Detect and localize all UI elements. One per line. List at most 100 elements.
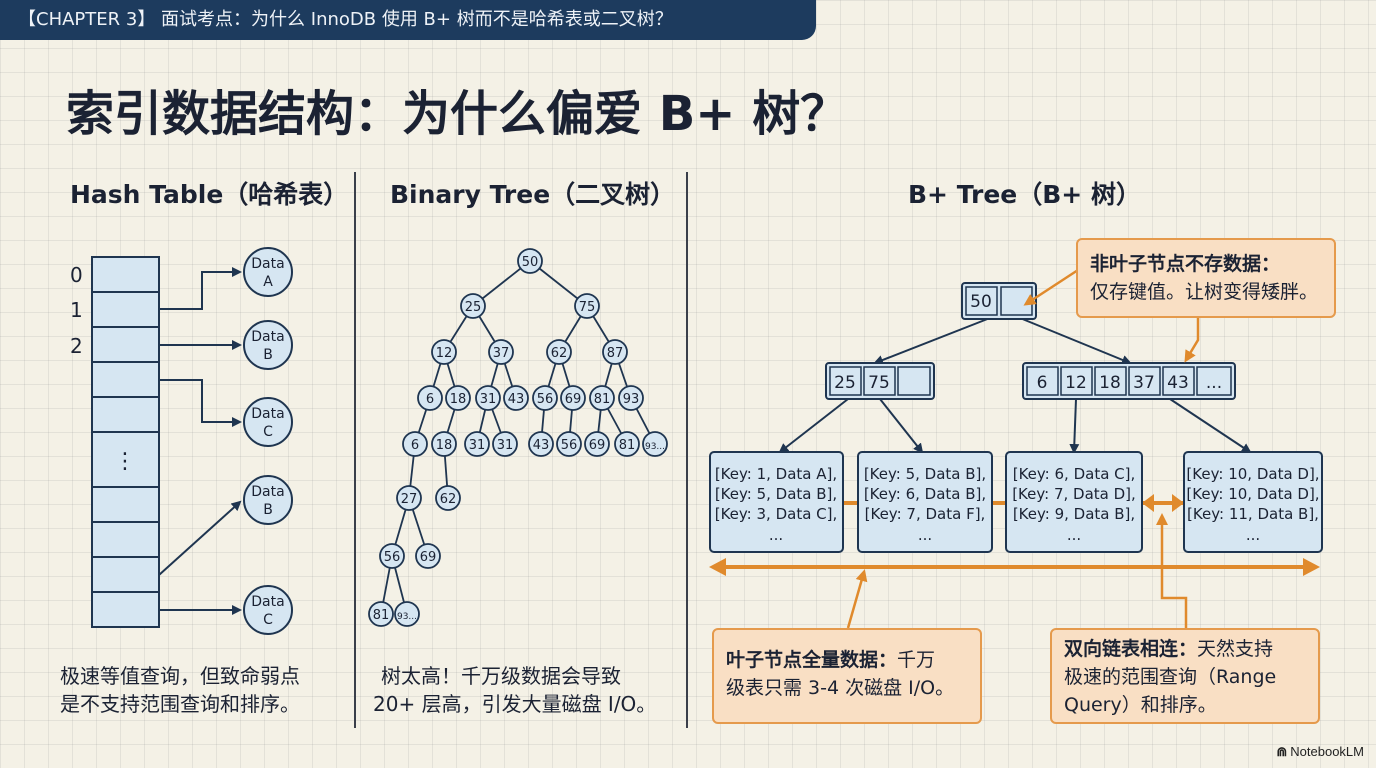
binary-tree-node-label: 18 [450, 392, 467, 407]
hash-index-label: 0 [70, 263, 83, 287]
callout-nonleaf-text: 仅存键值。让树变得矮胖。 [1090, 281, 1319, 303]
callout-pointer [1184, 318, 1200, 363]
hash-data-node: Data C [243, 585, 293, 635]
binary-caption: 树太高！千万级数据会导致 20+ 层高，引发大量磁盘 I/O。 [373, 662, 656, 718]
bplus-key-cell [1162, 366, 1195, 396]
bplus-edge [873, 317, 991, 365]
binary-tree-node-label: 62 [551, 346, 568, 361]
binary-tree-node: 56 [556, 431, 582, 457]
binary-caption-line: 树太高！千万级数据会导致 [381, 664, 621, 688]
svg-text:Data: Data [251, 406, 284, 422]
leaf-entry: [Key: 9, Data B], [1013, 505, 1135, 523]
binary-tree-node: 87 [602, 339, 628, 365]
binary-tree-node: 56 [532, 385, 558, 411]
binary-tree-node: 62 [435, 485, 461, 511]
bplus-edge [778, 398, 849, 454]
bplus-key-cell [1094, 366, 1127, 396]
range-scan-arrowhead [1303, 558, 1320, 576]
bplus-key-cell [863, 366, 896, 396]
bplus-key: 12 [1065, 373, 1087, 393]
binary-tree-node-label: 43 [533, 438, 550, 453]
hash-table-title: Hash Table（哈希表） [70, 180, 349, 209]
binary-tree-node: 43 [528, 431, 554, 457]
binary-tree-node: 62 [546, 339, 572, 365]
callout-leaf-bold: 叶子节点全量数据： [726, 649, 898, 671]
binary-tree-node-label: 56 [561, 438, 578, 453]
binary-tree-node-label: 62 [440, 492, 457, 507]
callout-linked: 双向链表相连：天然支持 极速的范围查询（Range Query）和排序。 [1050, 628, 1320, 724]
bplus-key-cell [965, 286, 998, 316]
bplus-internal-node-right: 6 12 18 37 43 ... [1022, 362, 1236, 400]
binary-tree-node-label: 25 [465, 300, 482, 315]
bplus-root-node: 50 [961, 282, 1037, 320]
binary-tree-node-label: 31 [469, 438, 486, 453]
leaf-entry: [Key: 1, Data A], [715, 465, 837, 483]
hash-bucket [91, 521, 160, 558]
bplus-key-cell [1196, 366, 1232, 396]
bplus-key-cell [829, 366, 862, 396]
bplus-edge [1069, 398, 1080, 454]
callout-leaf-text: 千万 [897, 649, 936, 671]
binary-tree-node-label: 81 [594, 392, 611, 407]
binary-tree-node: 56 [379, 543, 405, 569]
hash-bucket [91, 326, 160, 363]
binary-tree-node-label: 87 [607, 346, 624, 361]
binary-tree-node-label: 69 [420, 550, 437, 565]
binary-tree-node: 81 [589, 385, 615, 411]
leaf-entry: [Key: 7, Data F], [865, 505, 986, 523]
callout-linked-text: 天然支持 [1197, 638, 1274, 660]
range-scan-arrowhead [709, 558, 726, 576]
leaf-entry: [Key: 10, Data D], [1186, 465, 1319, 483]
binary-tree-node-label: 6 [411, 438, 419, 453]
bplus-leaf-node: [Key: 10, Data D], [Key: 10, Data D], [K… [1183, 451, 1323, 553]
binary-tree-node: 37 [488, 339, 514, 365]
binary-tree-node-label: 50 [522, 255, 539, 270]
binary-tree-node: 69 [415, 543, 441, 569]
leaf-entry: ... [918, 526, 932, 544]
bplus-key: 6 [1037, 373, 1048, 393]
binary-tree-node: 12 [431, 339, 457, 365]
hash-caption-line: 是不支持范围查询和排序。 [60, 692, 300, 716]
bplus-key-cell [897, 366, 931, 396]
binary-tree-node: 43 [503, 385, 529, 411]
binary-tree-node: 6 [402, 431, 428, 457]
bplus-key: 50 [970, 292, 992, 312]
bplus-edge [879, 398, 924, 454]
hash-bucket [91, 396, 160, 433]
binary-tree-node: 31 [475, 385, 501, 411]
hash-index-label: 1 [70, 298, 83, 322]
leaf-entry: [Key: 10, Data D], [1186, 485, 1319, 503]
hash-bucket [91, 291, 160, 328]
binary-tree-node-label: 75 [579, 300, 596, 315]
svg-text:Data: Data [251, 484, 284, 500]
binary-tree-node: 93... [642, 431, 668, 457]
svg-text:Data: Data [251, 594, 284, 610]
hash-data-node: Data C [243, 397, 293, 447]
bplus-key-cell [1060, 366, 1093, 396]
hash-pointer-arrow [158, 500, 242, 576]
column-divider-left [354, 172, 356, 728]
binary-tree-node-label: 69 [589, 438, 606, 453]
binary-tree-node-label: 31 [497, 438, 514, 453]
binary-tree-node: 6 [417, 385, 443, 411]
notebooklm-brand: ⋒NotebookLM [1276, 744, 1364, 760]
bplus-key: 43 [1167, 373, 1189, 393]
hash-table: 0 1 2 ⋮ Data A [70, 247, 293, 635]
binary-tree-node: 69 [560, 385, 586, 411]
binary-tree-node: 31 [492, 431, 518, 457]
binary-tree-node-label: 56 [384, 550, 401, 565]
binary-tree-node: 93... [394, 601, 420, 627]
callout-linked-text: Query）和排序。 [1064, 694, 1217, 716]
leaf-link-arrowhead [1172, 494, 1184, 512]
binary-tree-node-label: 43 [508, 392, 525, 407]
leaf-link-arrowhead [1142, 494, 1154, 512]
svg-text:C: C [263, 424, 273, 440]
binary-tree-node: 25 [460, 293, 486, 319]
hash-bucket [91, 591, 160, 628]
hash-caption-line: 极速等值查询，但致命弱点 [60, 664, 300, 688]
hash-data-node: Data B [243, 320, 293, 370]
binary-tree-node: 27 [396, 485, 422, 511]
binary-tree-node-label: 81 [619, 438, 636, 453]
callout-linked-bold: 双向链表相连： [1064, 638, 1198, 660]
